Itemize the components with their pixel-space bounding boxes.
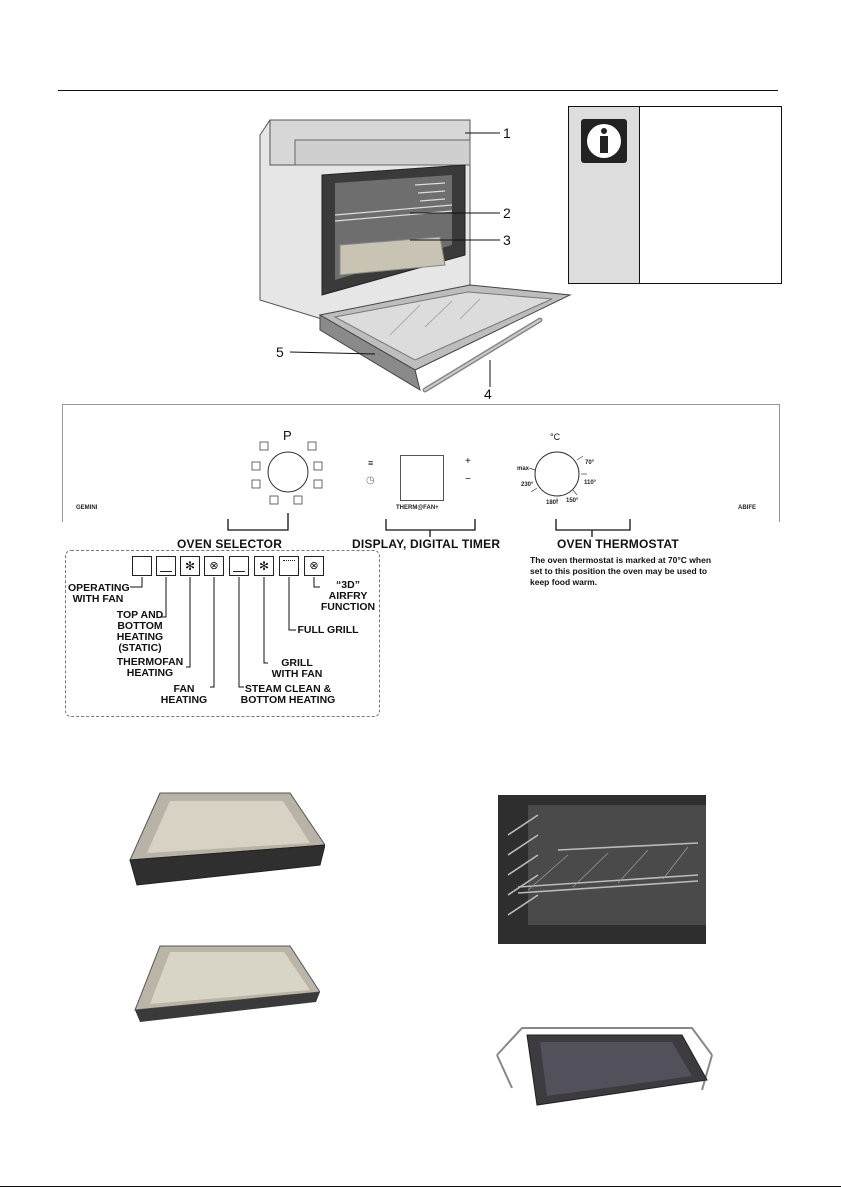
heading-display: DISPLAY, DIGITAL TIMER bbox=[352, 537, 501, 551]
thermo-max: max bbox=[517, 466, 530, 472]
thermo-180: 180° bbox=[546, 500, 559, 506]
thermostat-knob bbox=[528, 451, 587, 504]
brand-left: GEMINI bbox=[76, 505, 98, 511]
thermo-150: 150° bbox=[566, 498, 579, 504]
menu-icon: ≡ bbox=[368, 458, 374, 468]
full-grill-icon bbox=[279, 556, 299, 576]
label-grill-fan: GRILL WITH FAN bbox=[271, 657, 323, 680]
thermostat-note: The oven thermostat is marked at 70°C wh… bbox=[530, 555, 712, 587]
deep-baking-tray bbox=[129, 792, 325, 886]
fan-icon: ⊗ bbox=[204, 556, 224, 576]
label-fan-heating: FAN HEATING bbox=[160, 683, 208, 706]
callout-5: 5 bbox=[276, 344, 284, 360]
thermo-230: 230° bbox=[521, 482, 534, 488]
thermo-110: 110° bbox=[584, 480, 597, 486]
callout-4: 4 bbox=[484, 386, 492, 402]
brand-right: ABIFE bbox=[738, 505, 756, 511]
info-box bbox=[568, 106, 782, 284]
label-full-grill: FULL GRILL bbox=[297, 624, 359, 636]
timer-minus: − bbox=[465, 474, 471, 485]
grill-fan-icon: ✻ bbox=[254, 556, 274, 576]
label-steam-clean: STEAM CLEAN & BOTTOM HEATING bbox=[240, 683, 336, 706]
label-top-bottom: TOP AND BOTTOM HEATING (STATIC) bbox=[116, 609, 164, 654]
flat-baking-tray bbox=[134, 945, 320, 1022]
header-rule bbox=[58, 90, 778, 92]
control-panel bbox=[62, 404, 780, 522]
tray-with-rack bbox=[496, 1027, 713, 1106]
timer-plus: + bbox=[465, 456, 471, 467]
top-bottom-heat-icon bbox=[156, 556, 176, 576]
selector-mark: P bbox=[283, 428, 292, 443]
footer-rule bbox=[0, 1186, 841, 1188]
airfry-icon: ⊗ bbox=[304, 556, 324, 576]
label-operating-fan: OPERATING WITH FAN bbox=[68, 582, 130, 605]
steam-clean-icon bbox=[229, 556, 249, 576]
panel-brackets bbox=[227, 513, 631, 537]
legend-leaders bbox=[130, 577, 320, 688]
heading-oven-selector: OVEN SELECTOR bbox=[177, 537, 283, 551]
callout-1: 1 bbox=[503, 125, 511, 141]
thermo-70: 70° bbox=[585, 460, 595, 466]
heading-oven-thermostat: OVEN THERMOSTAT bbox=[557, 537, 679, 551]
thermo-unit: °C bbox=[550, 432, 561, 442]
label-thermofan: THERMOFAN HEATING bbox=[116, 656, 184, 679]
callout-3: 3 bbox=[503, 232, 511, 248]
oven-illustration bbox=[259, 119, 572, 393]
function-legend-box bbox=[65, 550, 380, 717]
timer-display bbox=[400, 455, 444, 501]
info-icon bbox=[581, 119, 627, 163]
oven-wire-rack bbox=[498, 795, 706, 944]
thermofan-icon: ✻ bbox=[180, 556, 200, 576]
clock-icon: ◷ bbox=[366, 475, 375, 486]
callout-2: 2 bbox=[503, 205, 511, 221]
label-airfry: “3D” AIRFRY FUNCTION bbox=[320, 579, 376, 613]
timer-brand: THERM@FAN+ bbox=[396, 505, 439, 511]
defrost-fan-icon bbox=[132, 556, 152, 576]
oven-selector-knob bbox=[251, 441, 323, 505]
